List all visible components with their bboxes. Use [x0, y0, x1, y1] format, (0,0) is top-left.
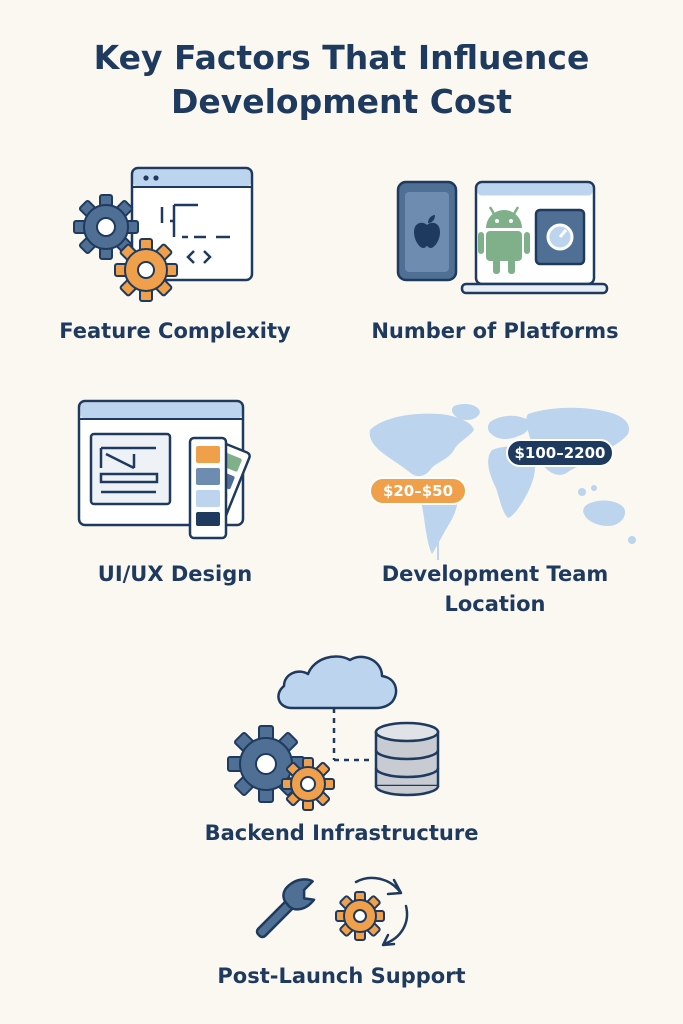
database-icon — [374, 721, 440, 797]
design-swatches-icon — [77, 399, 251, 540]
android-logo-icon — [478, 206, 530, 274]
low-rate-text: $20–$50 — [383, 482, 453, 500]
feature-complexity-label: Feature Complexity — [59, 319, 291, 343]
cycle-arrow-icon — [354, 876, 402, 894]
world-map-icon: $100–2200 $20–$50 — [369, 404, 636, 560]
backend-infrastructure-label: Backend Infrastructure — [204, 821, 479, 845]
ios-android-devices-icon — [396, 180, 609, 295]
development-team-location-line-1: Development Team — [381, 562, 609, 586]
high-rate-text: $100–2200 — [515, 444, 606, 462]
post-launch-support-label: Post-Launch Support — [217, 964, 466, 988]
code-window-gears-icon — [73, 166, 254, 302]
title-line-2: Development Cost — [170, 82, 513, 121]
cloud-server-gears-icon — [227, 655, 440, 811]
wrench-icon — [255, 878, 316, 939]
low-rate-badge: $20–$50 — [369, 477, 467, 505]
number-of-platforms-label: Number of Platforms — [371, 319, 619, 343]
page-title: Key Factors That Influence Development C… — [0, 36, 683, 124]
apple-logo-icon — [414, 215, 440, 248]
title-line-1: Key Factors That Influence — [93, 38, 590, 77]
ui-ux-design-label: UI/UX Design — [97, 562, 253, 586]
development-team-location-label: Development Team Location — [350, 559, 640, 619]
development-team-location-line-2: Location — [444, 592, 546, 616]
high-rate-badge: $100–2200 — [506, 439, 614, 467]
wrench-gear-cycle-icon — [255, 876, 409, 947]
